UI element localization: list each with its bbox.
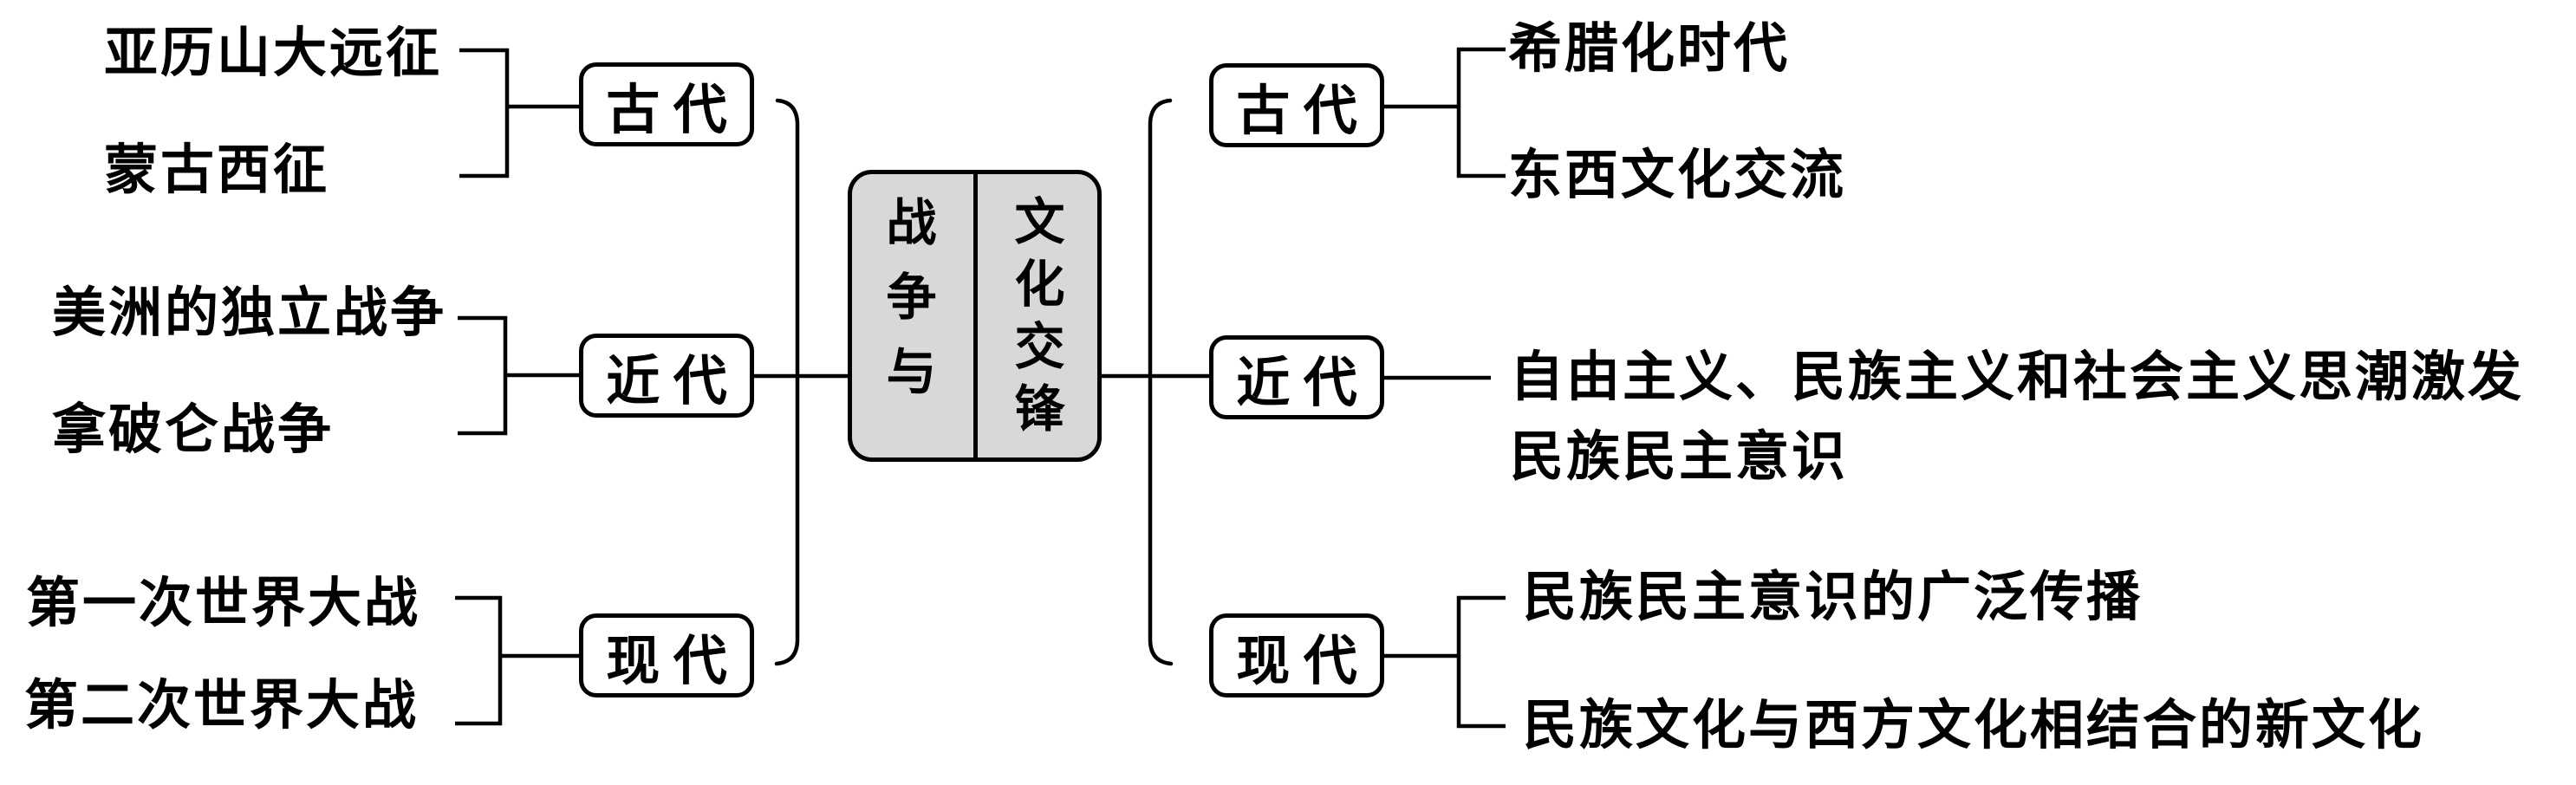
left-item-alexander: 亚历山大远征 (104, 24, 443, 83)
right-bracket-ancient (1456, 47, 1506, 178)
right-item-spread: 民族民主意识的广泛传播 (1523, 568, 2143, 627)
right-bracket-contemporary (1456, 595, 1506, 729)
left-item-napoleon: 拿破仑战争 (52, 401, 335, 460)
left-item-ww1: 第一次世界大战 (26, 574, 421, 633)
right-period-box-contemporary: 现 代 (1209, 613, 1384, 697)
left-period-box-ancient: 古 代 (579, 62, 754, 146)
right-item-new-culture: 民族文化与西方文化相结合的新文化 (1523, 697, 2425, 756)
right-item-hellenistic: 希腊化时代 (1508, 20, 1791, 79)
left-bracket-modern (458, 315, 508, 436)
left-bracket-contemporary (455, 595, 503, 726)
center-title-left-column: 战 争 与 (886, 195, 937, 400)
center-box-divider (973, 170, 978, 462)
left-bracket-ancient (459, 48, 510, 178)
right-big-brace (1148, 98, 1174, 666)
left-big-brace (774, 98, 800, 666)
right-period-box-modern: 近 代 (1209, 335, 1384, 419)
right-item-ideologies: 自由主义、民族主义和社会主义思潮激发 民族民主意识 (1510, 348, 2525, 487)
left-item-mongol: 蒙古西征 (104, 141, 330, 200)
center-title-right-column: 文 化 交 锋 (1014, 194, 1065, 438)
left-period-box-modern: 近 代 (579, 334, 754, 418)
left-item-americas: 美洲的独立战争 (52, 284, 447, 343)
right-period-box-ancient: 古 代 (1209, 63, 1384, 147)
left-item-ww2: 第二次世界大战 (24, 677, 420, 736)
right-item-east-west: 东西文化交流 (1508, 146, 1847, 205)
left-period-box-contemporary: 现 代 (579, 613, 754, 697)
